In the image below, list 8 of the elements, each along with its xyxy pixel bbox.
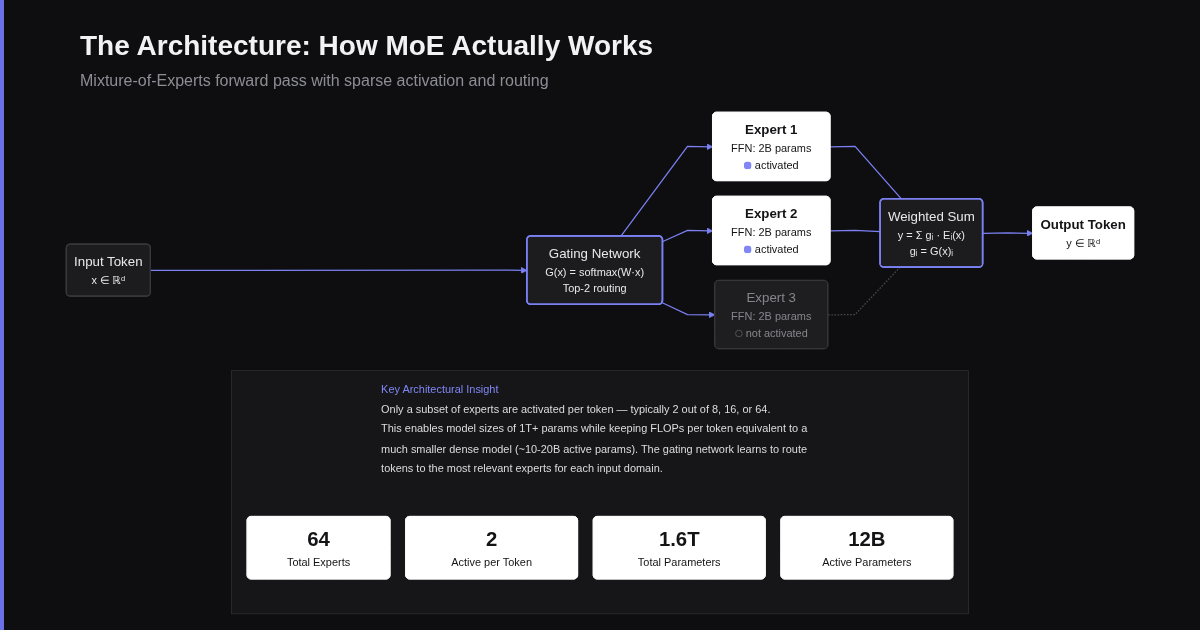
connector (827, 266, 901, 316)
subtitle: Mixture-of-Experts forward pass with sparse activation and routing (80, 72, 549, 90)
connector (829, 145, 903, 200)
arrow (662, 227, 714, 243)
arrow (661, 302, 716, 319)
arrow (982, 229, 1034, 237)
title: The Architecture: How MoE Actually Works (80, 30, 654, 62)
arrow (620, 143, 714, 237)
